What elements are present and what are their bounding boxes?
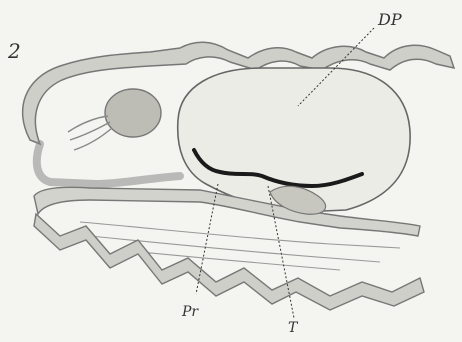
label-dp: DP <box>377 10 402 29</box>
label-pr: Pr <box>181 304 199 320</box>
anterior-loop <box>37 144 180 184</box>
figure-number: 2 <box>7 39 21 63</box>
label-t: T <box>288 320 299 336</box>
pouch-stalk <box>68 116 112 150</box>
anterior-pouch <box>105 89 161 137</box>
